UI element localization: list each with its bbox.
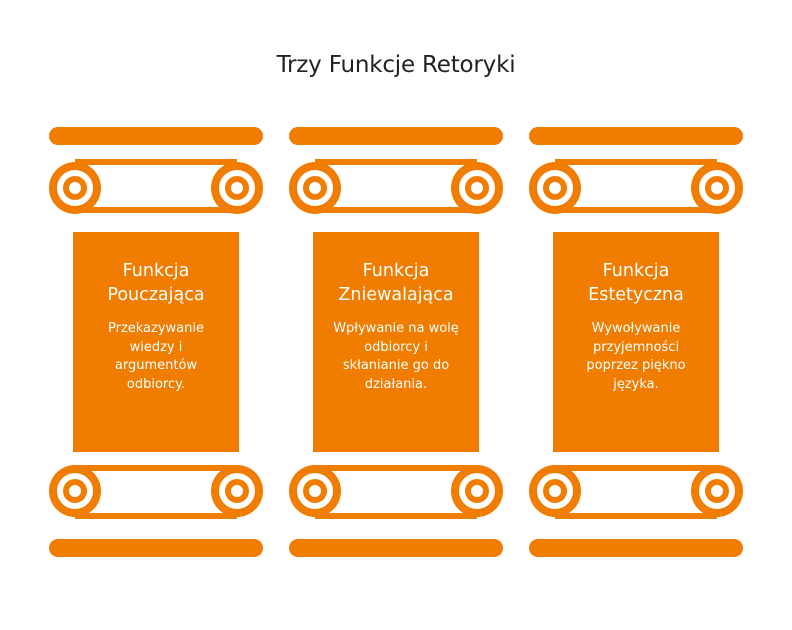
capital-slab [289,127,503,145]
volute-center-icon [471,182,483,194]
column-description-line: argumentów [114,358,198,373]
column-title-line: Estetyczna [588,285,684,305]
volute-center-icon [69,485,81,497]
capital-band [315,465,477,471]
pillar-shaft [553,232,719,452]
column-description-line: odbiorcy. [126,376,186,392]
volute-center-icon [309,485,321,497]
pillar-shaft [73,232,239,452]
capital-slab [529,127,743,145]
column-title-line: Funkcja [362,261,430,281]
column-description-line: odbiorcy i [364,339,428,355]
volute-center-icon [711,182,723,194]
column-description: Wpływanie na wolę odbiorcy i skłanianie … [313,320,479,394]
column-description-line: Wywoływanie [591,321,681,336]
column-title: Funkcja Estetyczna [553,259,719,307]
column-description-line: Przekazywanie [107,321,204,336]
volute-center-icon [711,485,723,497]
capital-slab [529,539,743,557]
capital-band [315,513,477,519]
column-description: Przekazywanie wiedzy i argumentów odbior… [73,320,239,394]
page-title: Trzy Funkcje Retoryki [276,52,516,78]
capital-band [555,159,717,165]
column-title: Funkcja Zniewalająca [313,259,479,307]
pillar-icon [529,127,743,557]
pillar-shaft [313,232,479,452]
column-description-line: skłanianie go do [342,358,450,373]
capital-band [75,159,237,165]
column-title-line: Funkcja [122,261,190,281]
volute-center-icon [549,182,561,194]
pillar-column-zniewalajaca: Funkcja Zniewalająca Wpływanie na wolę o… [289,127,503,557]
pillar-icon [49,127,263,557]
capital-band [555,207,717,213]
capital-slab [289,539,503,557]
capital-slab [49,539,263,557]
capital-band [75,207,237,213]
pillar-column-pouczajaca: Funkcja Pouczająca Przekazywanie wiedzy … [49,127,263,557]
column-title-line: Pouczająca [107,285,205,305]
capital-band [315,207,477,213]
volute-center-icon [549,485,561,497]
volute-center-icon [231,182,243,194]
volute-center-icon [309,182,321,194]
column-title-line: Zniewalająca [338,285,454,305]
volute-center-icon [471,485,483,497]
capital-band [315,159,477,165]
column-description-line: przyjemności [592,339,680,355]
capital-band [75,513,237,519]
volute-center-icon [69,182,81,194]
capital-slab [49,127,263,145]
column-description-line: języka. [613,376,659,392]
column-description-line: działania. [364,376,428,392]
volute-center-icon [231,485,243,497]
capital-band [555,513,717,519]
column-description: Wywoływanie przyjemności poprzez piękno … [553,320,719,394]
capital-band [555,465,717,471]
pillar-icon [289,127,503,557]
capital-band [75,465,237,471]
pillar-column-estetyczna: Funkcja Estetyczna Wywoływanie przyjemno… [529,127,743,557]
column-description-line: poprzez piękno [586,358,686,373]
column-title-line: Funkcja [602,261,670,281]
column-title: Funkcja Pouczająca [73,259,239,307]
column-description-line: wiedzy i [129,339,183,355]
column-description-line: Wpływanie na wolę [333,321,459,336]
